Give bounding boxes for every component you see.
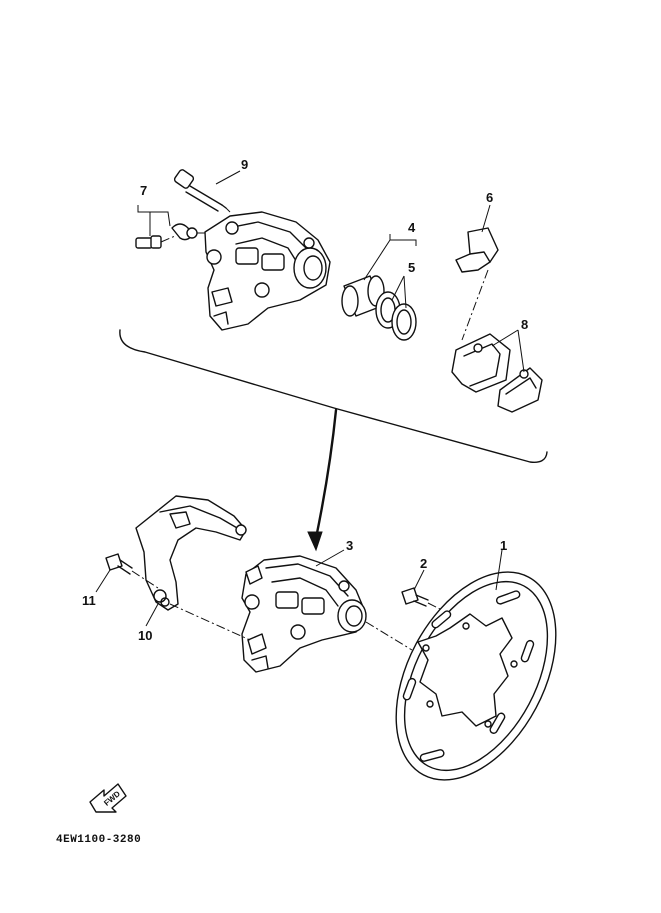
diagram-code: 4EW1100-3280 bbox=[56, 834, 141, 846]
part-label-11: 11 bbox=[82, 593, 96, 608]
part-8-brake-pads bbox=[451, 333, 543, 413]
part-label-5: 5 bbox=[408, 260, 415, 275]
part-11-bolt bbox=[105, 553, 159, 589]
part-label-3: 3 bbox=[346, 538, 353, 553]
group-bracket-line bbox=[119, 329, 548, 463]
forward-arrow-icon: FWD bbox=[89, 783, 127, 813]
part-2-disc-bolt bbox=[401, 587, 451, 615]
part-label-10: 10 bbox=[138, 628, 152, 643]
part-label-6: 6 bbox=[486, 190, 493, 205]
part-label-9: 9 bbox=[241, 157, 248, 172]
part-label-1: 1 bbox=[500, 538, 507, 553]
part-label-7: 7 bbox=[140, 183, 147, 198]
part-label-8: 8 bbox=[521, 317, 528, 332]
part-6-pad-spring bbox=[455, 227, 499, 341]
part-label-2: 2 bbox=[420, 556, 427, 571]
leader-lines bbox=[95, 170, 525, 627]
assembly-arrow-head bbox=[307, 531, 323, 552]
part-5-seals bbox=[375, 291, 417, 341]
assembly-arrow bbox=[314, 408, 338, 540]
disc-center-line bbox=[365, 621, 413, 651]
part-1-brake-disc bbox=[395, 571, 557, 781]
part-9-pin-bolt bbox=[173, 169, 231, 213]
part-10-caliper-bracket bbox=[135, 495, 247, 611]
part-label-4: 4 bbox=[408, 220, 416, 235]
part-3-caliper-assembly bbox=[241, 555, 367, 673]
bracket-center-line bbox=[169, 603, 251, 641]
part-7-bleed-screw bbox=[135, 223, 212, 249]
caliper-body-upper bbox=[204, 211, 331, 331]
